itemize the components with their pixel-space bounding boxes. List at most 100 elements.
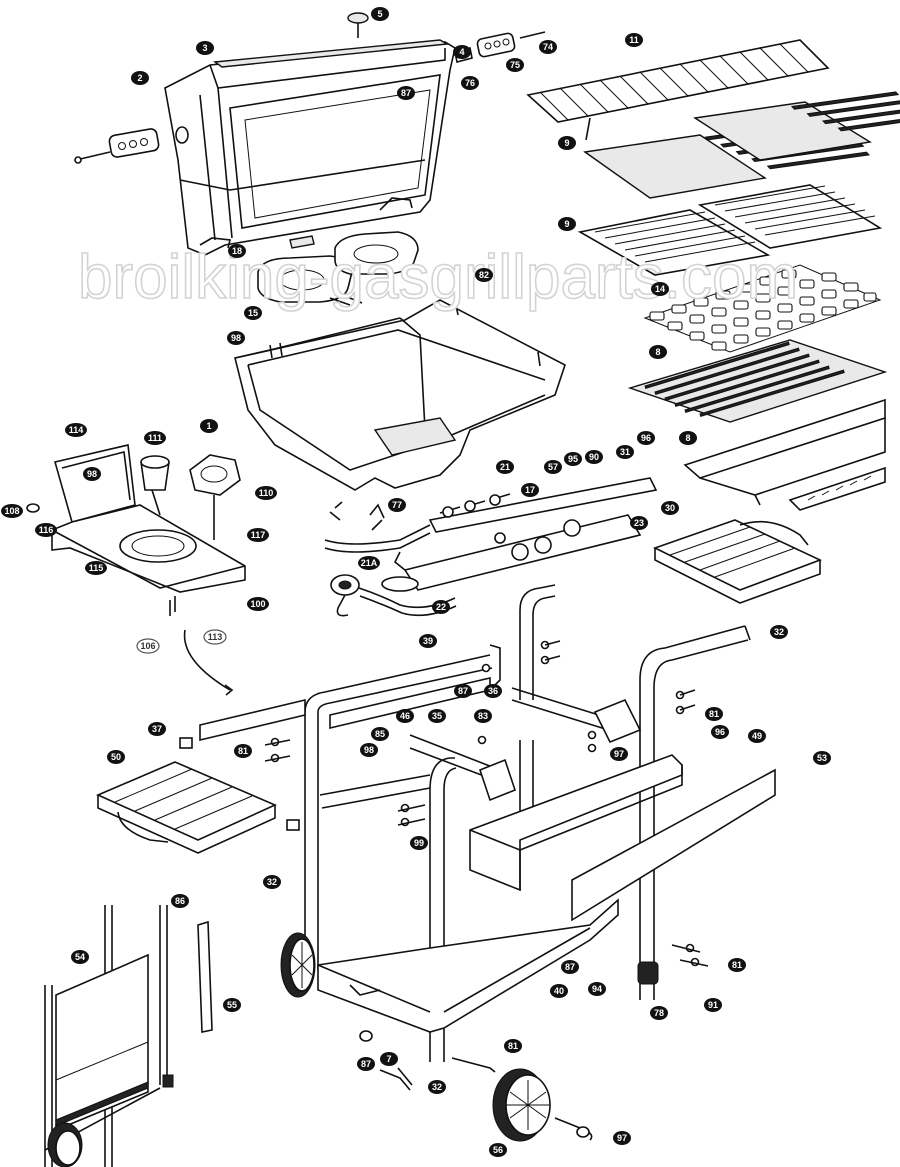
callout-bubble xyxy=(813,751,831,765)
firebox xyxy=(234,299,566,491)
callout-label: 100 xyxy=(250,599,265,609)
callout-label: 75 xyxy=(510,60,520,70)
callout-label: 54 xyxy=(75,952,85,962)
callout-label: 95 xyxy=(568,454,578,464)
callout-bubble xyxy=(255,486,277,500)
callout-bubble xyxy=(521,483,539,497)
lid-assembly xyxy=(74,12,546,256)
callout-p97a: 97 xyxy=(610,747,628,761)
callout-p85: 85 xyxy=(371,727,389,741)
callout-p30: 30 xyxy=(661,501,679,515)
callout-bubble xyxy=(1,504,23,518)
axle-bolt xyxy=(359,1030,496,1091)
callout-bubble xyxy=(564,452,582,466)
callout-p35: 35 xyxy=(428,709,446,723)
callout-bubble xyxy=(65,423,87,437)
callout-label: 21A xyxy=(361,558,378,568)
callout-label: 106 xyxy=(140,641,155,651)
caster xyxy=(637,961,659,985)
callout-bubble xyxy=(484,684,502,698)
callout-label: 111 xyxy=(148,433,162,443)
callout-bubble xyxy=(397,86,415,100)
callout-p87d: 87 xyxy=(357,1057,375,1071)
callout-label: 110 xyxy=(259,488,274,498)
callout-p81d: 81 xyxy=(504,1039,522,1053)
callout-p78: 78 xyxy=(650,1006,668,1020)
callout-bubble xyxy=(561,960,579,974)
callout-label: 81 xyxy=(709,709,719,719)
callout-p115: 115 xyxy=(85,561,107,575)
callout-p96b: 96 xyxy=(711,725,729,739)
callout-label: 17 xyxy=(525,485,535,495)
callout-bubble xyxy=(244,306,262,320)
callout-bubble xyxy=(83,467,101,481)
warming-rack xyxy=(526,39,830,141)
callout-label: 91 xyxy=(708,1000,718,1010)
callout-label: 21 xyxy=(500,462,510,472)
callout-p15: 15 xyxy=(244,306,262,320)
callout-bubble xyxy=(35,523,57,537)
callout-bubble xyxy=(588,982,606,996)
callout-label: 98 xyxy=(231,333,241,343)
callout-p114: 114 xyxy=(65,423,87,437)
callout-p106: 106 xyxy=(136,638,160,654)
callout-label: 87 xyxy=(565,962,575,972)
callout-label: 115 xyxy=(89,563,104,573)
callout-label: 82 xyxy=(479,270,489,280)
callout-p117: 117 xyxy=(247,528,269,542)
callout-bubble xyxy=(539,40,557,54)
callout-p90: 90 xyxy=(585,450,603,464)
callout-p97b: 97 xyxy=(613,1131,631,1145)
callout-label: 35 xyxy=(432,711,442,721)
burner xyxy=(257,231,419,306)
callout-label: 36 xyxy=(488,686,498,696)
callout-bubble xyxy=(410,836,428,850)
callout-label: 86 xyxy=(175,896,185,906)
callout-label: 2 xyxy=(137,73,142,83)
callout-bubble xyxy=(748,729,766,743)
callout-label: 8 xyxy=(655,347,660,357)
briquettes xyxy=(643,264,882,353)
callout-bubble xyxy=(136,638,160,654)
heat-shield xyxy=(683,398,886,511)
callout-p1: 1 xyxy=(200,419,218,433)
callout-p98c: 98 xyxy=(360,743,378,757)
callout-bubble xyxy=(550,984,568,998)
callout-label: 116 xyxy=(39,525,54,535)
callout-bubble xyxy=(223,998,241,1012)
callout-bubble xyxy=(625,33,643,47)
callout-label: 78 xyxy=(654,1008,664,1018)
callout-p14: 14 xyxy=(651,282,669,296)
callout-p9b: 9 xyxy=(558,217,576,231)
callout-bubble xyxy=(679,431,697,445)
callout-label: 18 xyxy=(232,246,242,256)
callout-bubble xyxy=(454,684,472,698)
callout-label: 37 xyxy=(152,724,162,734)
callout-label: 99 xyxy=(414,838,424,848)
callout-bubble xyxy=(585,450,603,464)
callout-p98b: 98 xyxy=(83,467,101,481)
callout-p37: 37 xyxy=(148,722,166,736)
callout-bubble xyxy=(661,501,679,515)
callout-label: 3 xyxy=(202,43,207,53)
callout-label: 31 xyxy=(620,447,630,457)
callout-p94: 94 xyxy=(588,982,606,996)
callout-p99: 99 xyxy=(410,836,428,850)
callout-bubble xyxy=(371,7,389,21)
callout-p49: 49 xyxy=(748,729,766,743)
callout-bubble xyxy=(200,419,218,433)
callout-bubble xyxy=(651,282,669,296)
callout-label: 40 xyxy=(554,986,564,996)
callout-label: 49 xyxy=(752,731,762,741)
callout-label: 87 xyxy=(401,88,411,98)
callout-label: 4 xyxy=(459,47,464,57)
callout-bubble xyxy=(171,894,189,908)
callout-bubble xyxy=(428,709,446,723)
callout-bubble xyxy=(428,1080,446,1094)
callout-p2: 2 xyxy=(131,71,149,85)
callout-p40: 40 xyxy=(550,984,568,998)
callout-p87a: 87 xyxy=(397,86,415,100)
callout-p3: 3 xyxy=(196,41,214,55)
callout-p8a: 8 xyxy=(649,345,667,359)
